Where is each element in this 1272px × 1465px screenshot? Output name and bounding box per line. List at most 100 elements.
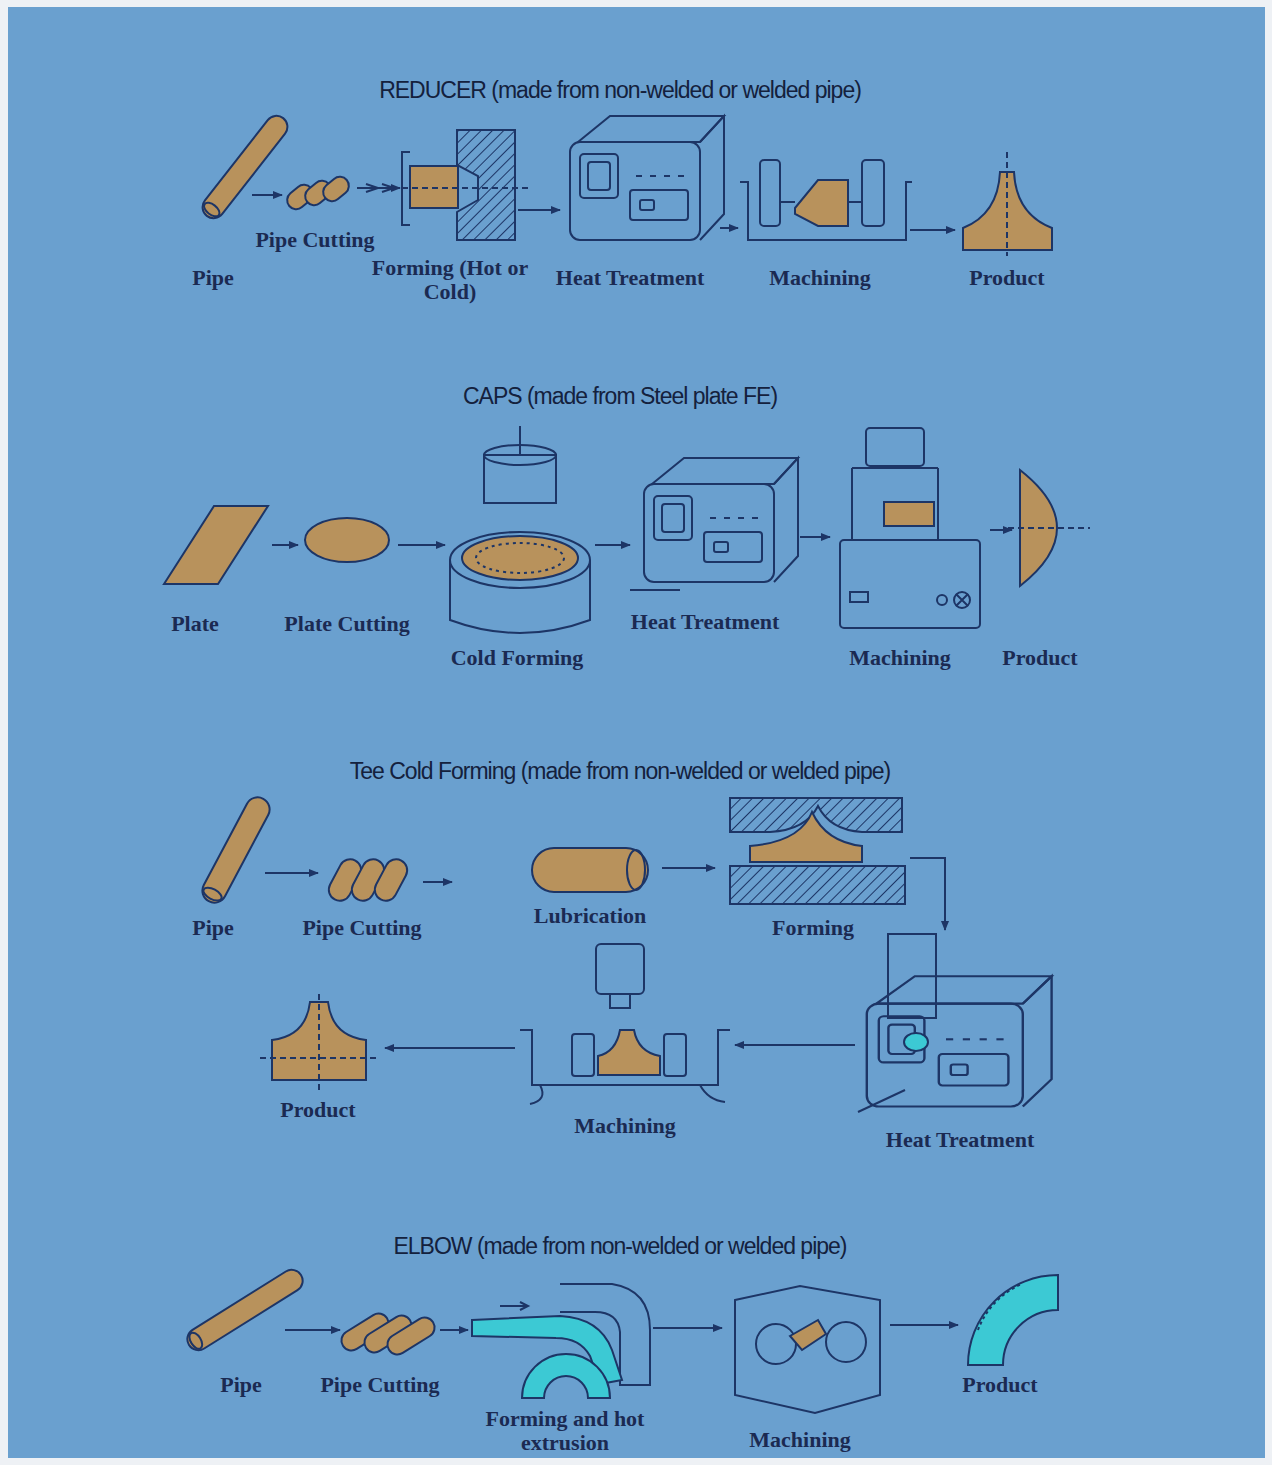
elbow-machine: [735, 1286, 880, 1413]
step-label-slot: Plate: [171, 612, 219, 636]
flow-arrow: [285, 1329, 340, 1331]
step-label: Product: [280, 1098, 355, 1122]
flow-arrow: [735, 1044, 855, 1046]
section-heading-slot: Tee Cold Forming (made from non-welded o…: [350, 758, 890, 785]
process-step: Heat Treatment: [560, 112, 720, 242]
process-step: Product: [955, 150, 1060, 250]
process-step: Product: [255, 995, 385, 1090]
step-label: Machining: [574, 1114, 675, 1138]
process-step: Product: [958, 1272, 1063, 1367]
step-label-slot: Pipe: [192, 916, 234, 940]
flow-arrow: [720, 227, 738, 229]
process-step: Pipe Cutting: [282, 175, 357, 215]
flow-arrow: [385, 1047, 515, 1049]
flow-arrow: [910, 858, 945, 930]
step-label-slot: Pipe: [220, 1373, 262, 1397]
step-label-slot: Product: [280, 1098, 355, 1122]
flow-arrow: [423, 881, 452, 883]
step-label: Plate: [171, 612, 219, 636]
process-step: Machining: [515, 940, 735, 1110]
flow-arrow: [252, 194, 282, 196]
step-label-slot: Forming: [772, 916, 854, 940]
step-label: Forming: [772, 916, 854, 940]
section-heading: ELBOW (made from non-welded or welded pi…: [393, 1233, 846, 1260]
step-label-slot: Product: [962, 1373, 1037, 1397]
caps-furnace: [630, 458, 798, 590]
step-label-slot: Heat Treatment: [631, 610, 779, 634]
step-label-slot: Heat Treatment: [886, 1128, 1034, 1152]
step-label: Machining: [849, 646, 950, 670]
step-label: Plate Cutting: [284, 612, 409, 636]
process-step: Pipe: [190, 110, 252, 225]
reducer-cut-pieces: [283, 173, 352, 213]
tee-product: [260, 994, 380, 1090]
process-step: Product: [1012, 465, 1087, 590]
reducer-product: [963, 152, 1052, 256]
process-step: Pipe Cutting: [340, 1300, 440, 1362]
section-heading-slot: REDUCER (made from non-welded or welded …: [379, 77, 861, 104]
step-label-slot: Lubrication: [534, 904, 646, 928]
reducer-furnace: [570, 116, 724, 240]
elbow-pipe: [183, 1266, 307, 1355]
process-step: Pipe: [185, 1268, 285, 1353]
process-step: Pipe Cutting: [318, 850, 423, 912]
process-step: Forming and hot extrusion: [468, 1280, 653, 1405]
caps-press: [840, 428, 980, 628]
step-label: Lubrication: [534, 904, 646, 928]
step-label: Forming and hot extrusion: [478, 1407, 653, 1455]
tee-forming-die: [730, 798, 905, 904]
step-label-slot: Product: [1002, 646, 1077, 670]
step-label: Heat Treatment: [631, 610, 779, 634]
process-step: Heat Treatment: [855, 930, 1055, 1120]
process-step: Lubrication: [452, 840, 662, 900]
flow-arrow: [595, 544, 630, 546]
step-label: Product: [962, 1373, 1037, 1397]
step-label: Heat Treatment: [556, 266, 704, 290]
step-label: Forming (Hot or Cold): [363, 256, 538, 304]
process-step: Plate Cutting: [298, 510, 398, 570]
step-label-slot: Machining: [749, 1428, 850, 1452]
process-step: Machining: [738, 155, 910, 247]
caps-cold-forming-press: [450, 426, 590, 633]
flow-arrow: [265, 872, 318, 874]
process-step: Cold Forming: [445, 425, 595, 640]
step-label: Machining: [769, 266, 870, 290]
reducer-forming-die: [366, 130, 530, 240]
flow-arrow: [518, 209, 560, 211]
step-label: Pipe: [192, 266, 234, 290]
step-label: Pipe: [220, 1373, 262, 1397]
step-label: Pipe Cutting: [255, 228, 374, 252]
step-label: Product: [1002, 646, 1077, 670]
step-label-slot: Machining: [769, 266, 870, 290]
step-label-slot: Machining: [574, 1114, 675, 1138]
step-label: Pipe Cutting: [302, 916, 421, 940]
step-label-slot: Product: [969, 266, 1044, 290]
process-step: Machining: [722, 1280, 890, 1415]
step-label-slot: Heat Treatment: [556, 266, 704, 290]
process-step: Forming (Hot or Cold): [400, 128, 518, 243]
step-label-slot: Forming and hot extrusion: [478, 1407, 653, 1455]
flow-arrow: [398, 544, 445, 546]
section-heading: CAPS (made from Steel plate FE): [463, 383, 777, 410]
flow-arrow: [990, 529, 1012, 531]
step-label-slot: Plate Cutting: [284, 612, 409, 636]
reducer-lathe: [740, 160, 912, 240]
step-label-slot: Pipe Cutting: [255, 228, 374, 252]
flow-arrow: [440, 1329, 468, 1331]
step-label-slot: Pipe Cutting: [320, 1373, 439, 1397]
caps-plate: [164, 506, 268, 584]
caps-product: [1008, 470, 1090, 586]
tee-lathe: [520, 944, 730, 1104]
reducer-pipe: [198, 111, 292, 222]
elbow-forming-mandrel: [472, 1284, 650, 1398]
step-label-slot: Forming (Hot or Cold): [363, 256, 538, 304]
step-label: Product: [969, 266, 1044, 290]
flow-arrow: [910, 229, 955, 231]
flow-arrow: [662, 867, 715, 869]
flow-arrow: [890, 1324, 958, 1326]
section-heading: Tee Cold Forming (made from non-welded o…: [350, 758, 890, 785]
section-heading-slot: ELBOW (made from non-welded or welded pi…: [393, 1233, 846, 1260]
step-label-slot: Cold Forming: [451, 646, 584, 670]
step-label: Pipe: [192, 916, 234, 940]
